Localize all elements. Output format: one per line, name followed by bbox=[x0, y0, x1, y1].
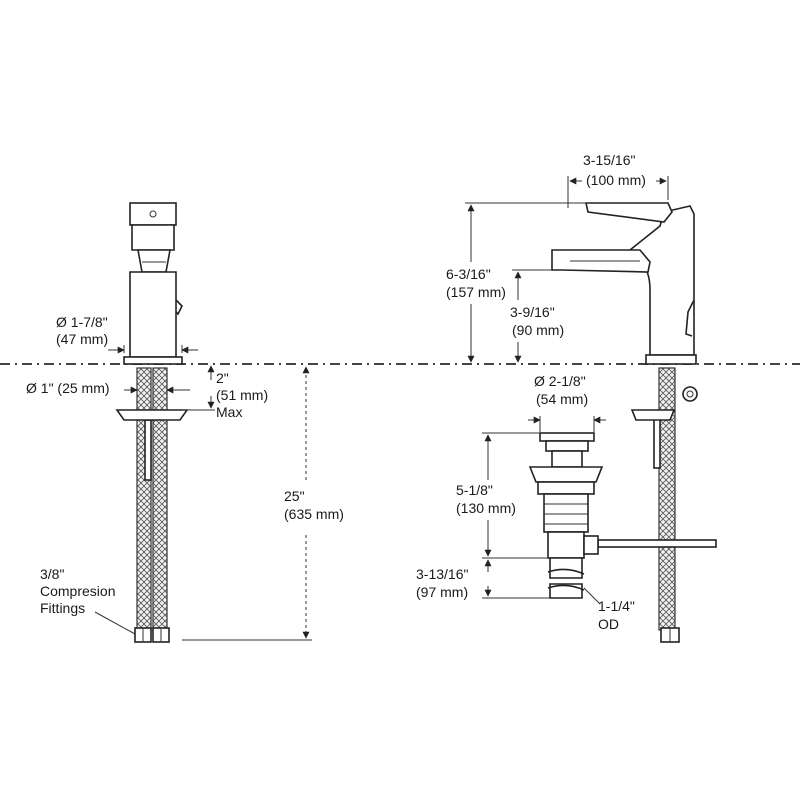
pivot-rod bbox=[597, 539, 717, 548]
fittings-label-line1: 3/8" bbox=[40, 566, 65, 582]
tailpiece-length-mm-label: (97 mm) bbox=[416, 584, 469, 600]
tailpiece-lower bbox=[549, 583, 583, 599]
base-plate-front bbox=[123, 356, 183, 365]
popup-rod-front bbox=[175, 299, 183, 316]
base-diameter-label: Ø 1-7/8" bbox=[56, 314, 108, 330]
faucet-body-side bbox=[629, 205, 695, 356]
drain-pivot-housing bbox=[547, 531, 585, 559]
faucet-height-mm-label: (157 mm) bbox=[446, 284, 506, 300]
drain-flange-label: Ø 2-1/8" bbox=[534, 373, 586, 389]
fittings-label-line3: Fittings bbox=[40, 600, 86, 616]
supply-hose-left bbox=[136, 367, 152, 631]
faucet-side-view bbox=[551, 202, 717, 643]
deck-thickness-note: Max bbox=[216, 404, 243, 420]
supply-hose-side bbox=[658, 367, 676, 631]
drain-assembly bbox=[528, 432, 604, 605]
supply-hose-right bbox=[152, 367, 168, 631]
tailpiece-od-unit: OD bbox=[598, 616, 619, 632]
spout-height-label: 3-9/16" bbox=[510, 304, 555, 320]
mounting-washer-front bbox=[115, 409, 189, 421]
drain-flange-mm-label: (54 mm) bbox=[536, 391, 589, 407]
mounting-washer-side bbox=[630, 409, 676, 421]
fittings-label-line2: Compresion bbox=[40, 583, 116, 599]
drain-height-mm-label: (130 mm) bbox=[456, 500, 516, 516]
pivot-nut bbox=[583, 535, 599, 555]
deck-thickness-mm-label: (51 mm) bbox=[216, 387, 269, 403]
tailpiece-length-label: 3-13/16" bbox=[416, 566, 469, 582]
drain-neck bbox=[551, 450, 583, 468]
side-dimension-lines bbox=[465, 176, 669, 599]
faucet-body-front bbox=[129, 271, 177, 358]
base-plate-side bbox=[645, 354, 697, 365]
mounting-rod-side bbox=[653, 417, 661, 469]
handle-top bbox=[129, 202, 177, 226]
spout-front bbox=[137, 249, 171, 273]
supply-length-mm-label: (635 mm) bbox=[284, 506, 344, 522]
tailpiece-upper bbox=[549, 557, 583, 579]
spout-height-mm-label: (90 mm) bbox=[512, 322, 565, 338]
faucet-front-view bbox=[115, 202, 189, 643]
lift-rod-clip bbox=[682, 386, 698, 402]
spout-reach-mm-label: (100 mm) bbox=[586, 172, 646, 188]
popup-rod-side bbox=[685, 299, 695, 337]
drain-flange bbox=[539, 432, 595, 442]
drain-height-label: 5-1/8" bbox=[456, 482, 493, 498]
spout-reach-label: 3-15/16" bbox=[583, 152, 636, 168]
tailpiece-od-label: 1-1/4" bbox=[598, 598, 635, 614]
handle-body bbox=[131, 224, 175, 251]
supply-length-label: 25" bbox=[284, 488, 305, 504]
deck-thickness-label: 2" bbox=[216, 370, 229, 386]
handle-lever-side bbox=[585, 202, 673, 223]
front-dimension-lines bbox=[94, 345, 312, 641]
faucet-height-label: 6-3/16" bbox=[446, 266, 491, 282]
mounting-rod bbox=[144, 419, 152, 481]
drain-gasket bbox=[528, 466, 604, 483]
shank-diameter-label: Ø 1" (25 mm) bbox=[26, 380, 110, 396]
drain-nut bbox=[537, 481, 595, 495]
drain-body bbox=[543, 493, 589, 533]
base-diameter-mm-label: (47 mm) bbox=[56, 331, 109, 347]
